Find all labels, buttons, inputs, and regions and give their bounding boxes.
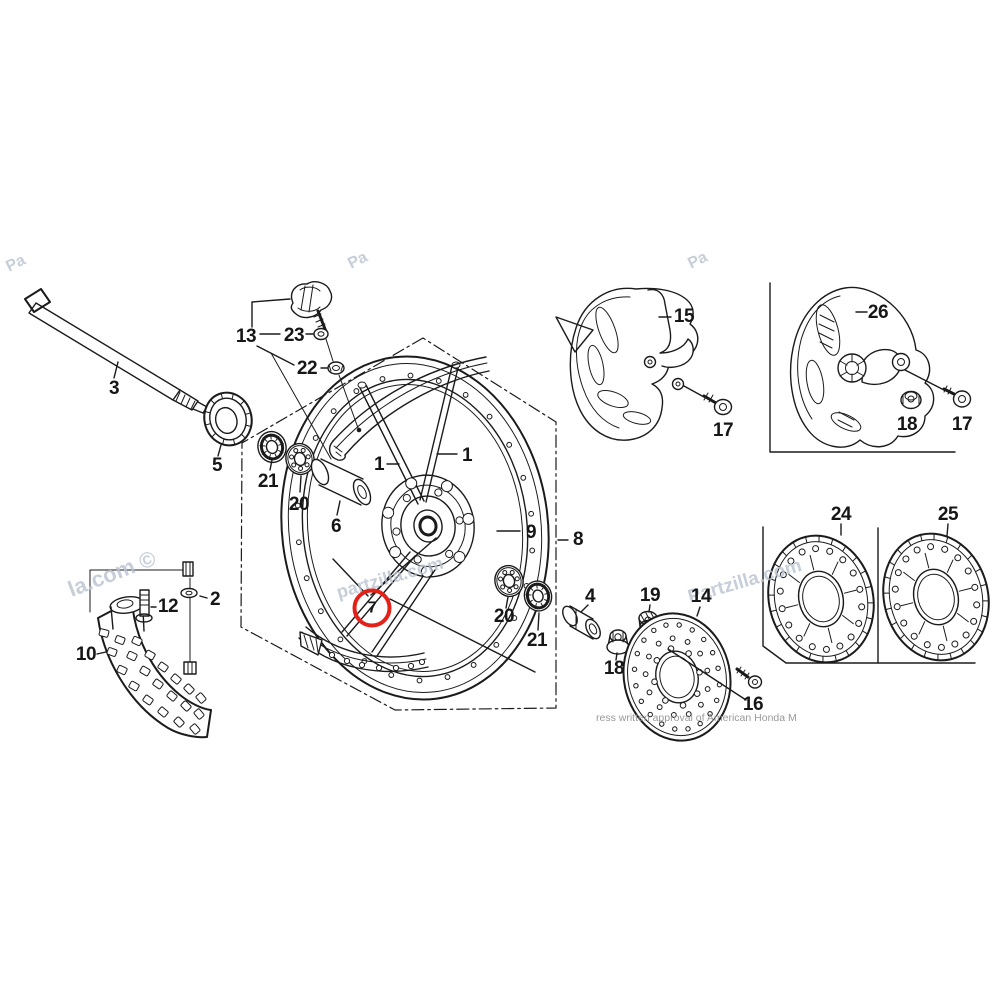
- reference-lines: [90, 283, 975, 710]
- collar-4-drawing: [560, 604, 603, 641]
- collar-6-drawing: [308, 457, 374, 507]
- bearing-20-right-drawing: [491, 562, 526, 599]
- wheel-drawing: [262, 341, 568, 715]
- brake-disc-14-drawing: [612, 603, 742, 750]
- disc-guard-15-drawing: [556, 288, 732, 440]
- wave-disc-24-drawing: [755, 524, 887, 673]
- copyright-text: ress written approval of American Honda …: [596, 712, 797, 724]
- rim-lock-drawing: [291, 282, 344, 374]
- seal-5-drawing: [198, 387, 257, 450]
- valve-parts-drawing: [181, 562, 197, 674]
- seal-21-left-drawing: [254, 428, 289, 465]
- seal-21-right-drawing: [521, 578, 555, 614]
- wave-disc-25-drawing: [870, 522, 1000, 671]
- tire-drawing: [98, 595, 211, 737]
- nut-18-center-drawing: [607, 630, 629, 654]
- disc-guard-26-drawing: [791, 287, 971, 447]
- bearing-20-left-drawing: [282, 440, 317, 477]
- axle-drawing: [25, 289, 207, 413]
- bolt-16-drawing: [737, 667, 762, 688]
- valve-stem-drawing: [136, 590, 152, 622]
